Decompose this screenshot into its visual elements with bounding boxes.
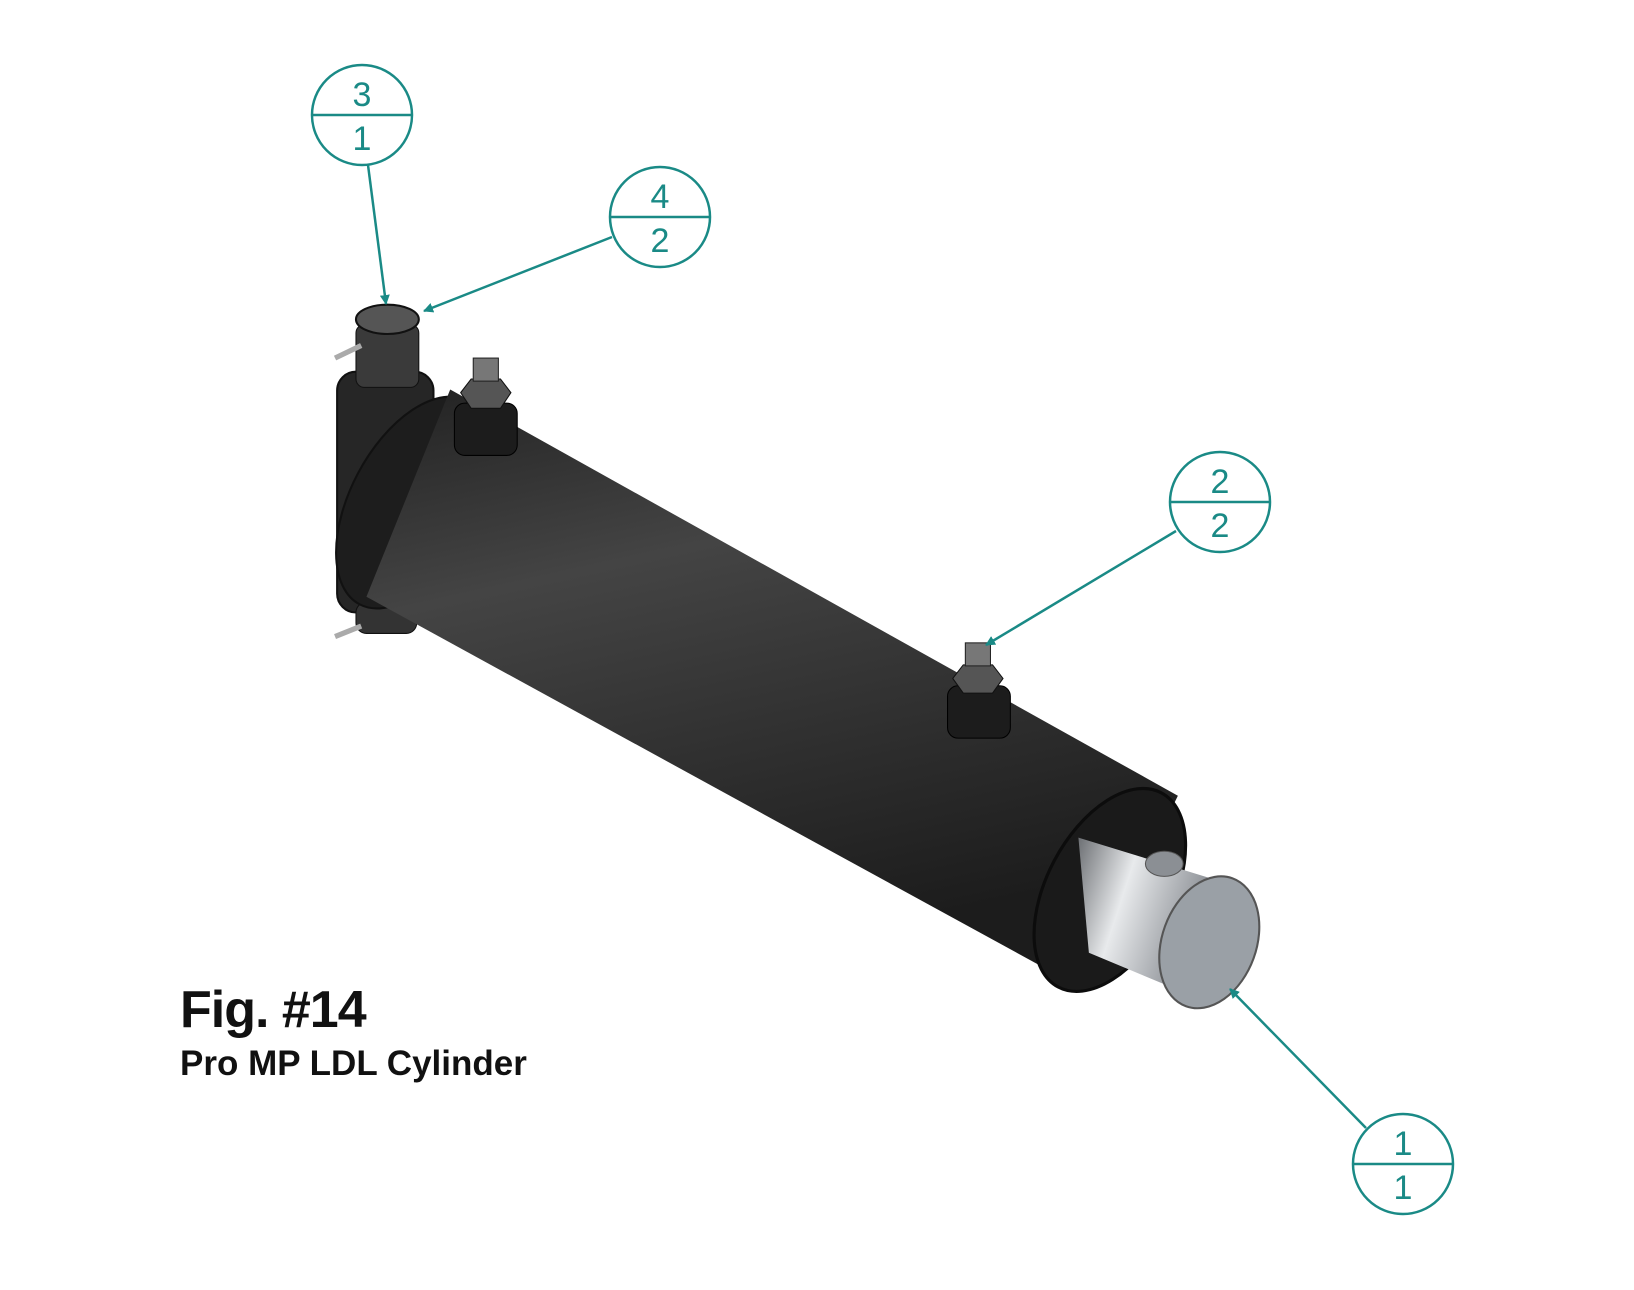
rod-end [1078, 837, 1261, 1010]
balloon-item-number: 3 [353, 76, 372, 114]
balloon-item-3: 3 1 [310, 63, 414, 167]
balloon-item-number: 2 [1211, 463, 1230, 501]
cotter-pin-top [333, 343, 363, 361]
balloon-item-number: 4 [651, 178, 670, 216]
figure-title: Fig. #14 [180, 981, 367, 1039]
balloon-item-1: 1 1 [1351, 1112, 1455, 1216]
balloon-item-number: 1 [1394, 1125, 1413, 1163]
port-fitting-rear [453, 357, 518, 456]
balloon-item-4: 4 2 [608, 165, 712, 269]
balloon-item-2: 2 2 [1168, 450, 1272, 554]
cylinder-barrel [335, 389, 1188, 993]
leader-line-item-1 [1229, 988, 1367, 1129]
cotter-pin-bottom [334, 623, 363, 640]
balloon-quantity: 2 [1211, 507, 1230, 545]
leader-line-item-4 [423, 235, 613, 313]
balloon-quantity: 1 [353, 120, 372, 158]
balloon-quantity: 2 [651, 222, 670, 260]
pin-cap [354, 303, 420, 336]
leader-line-item-2 [985, 529, 1177, 647]
balloon-quantity: 1 [1394, 1169, 1413, 1207]
port-fitting-front [947, 642, 1011, 739]
figure-subtitle: Pro MP LDL Cylinder [180, 1044, 527, 1083]
leader-line-item-3 [366, 164, 390, 305]
